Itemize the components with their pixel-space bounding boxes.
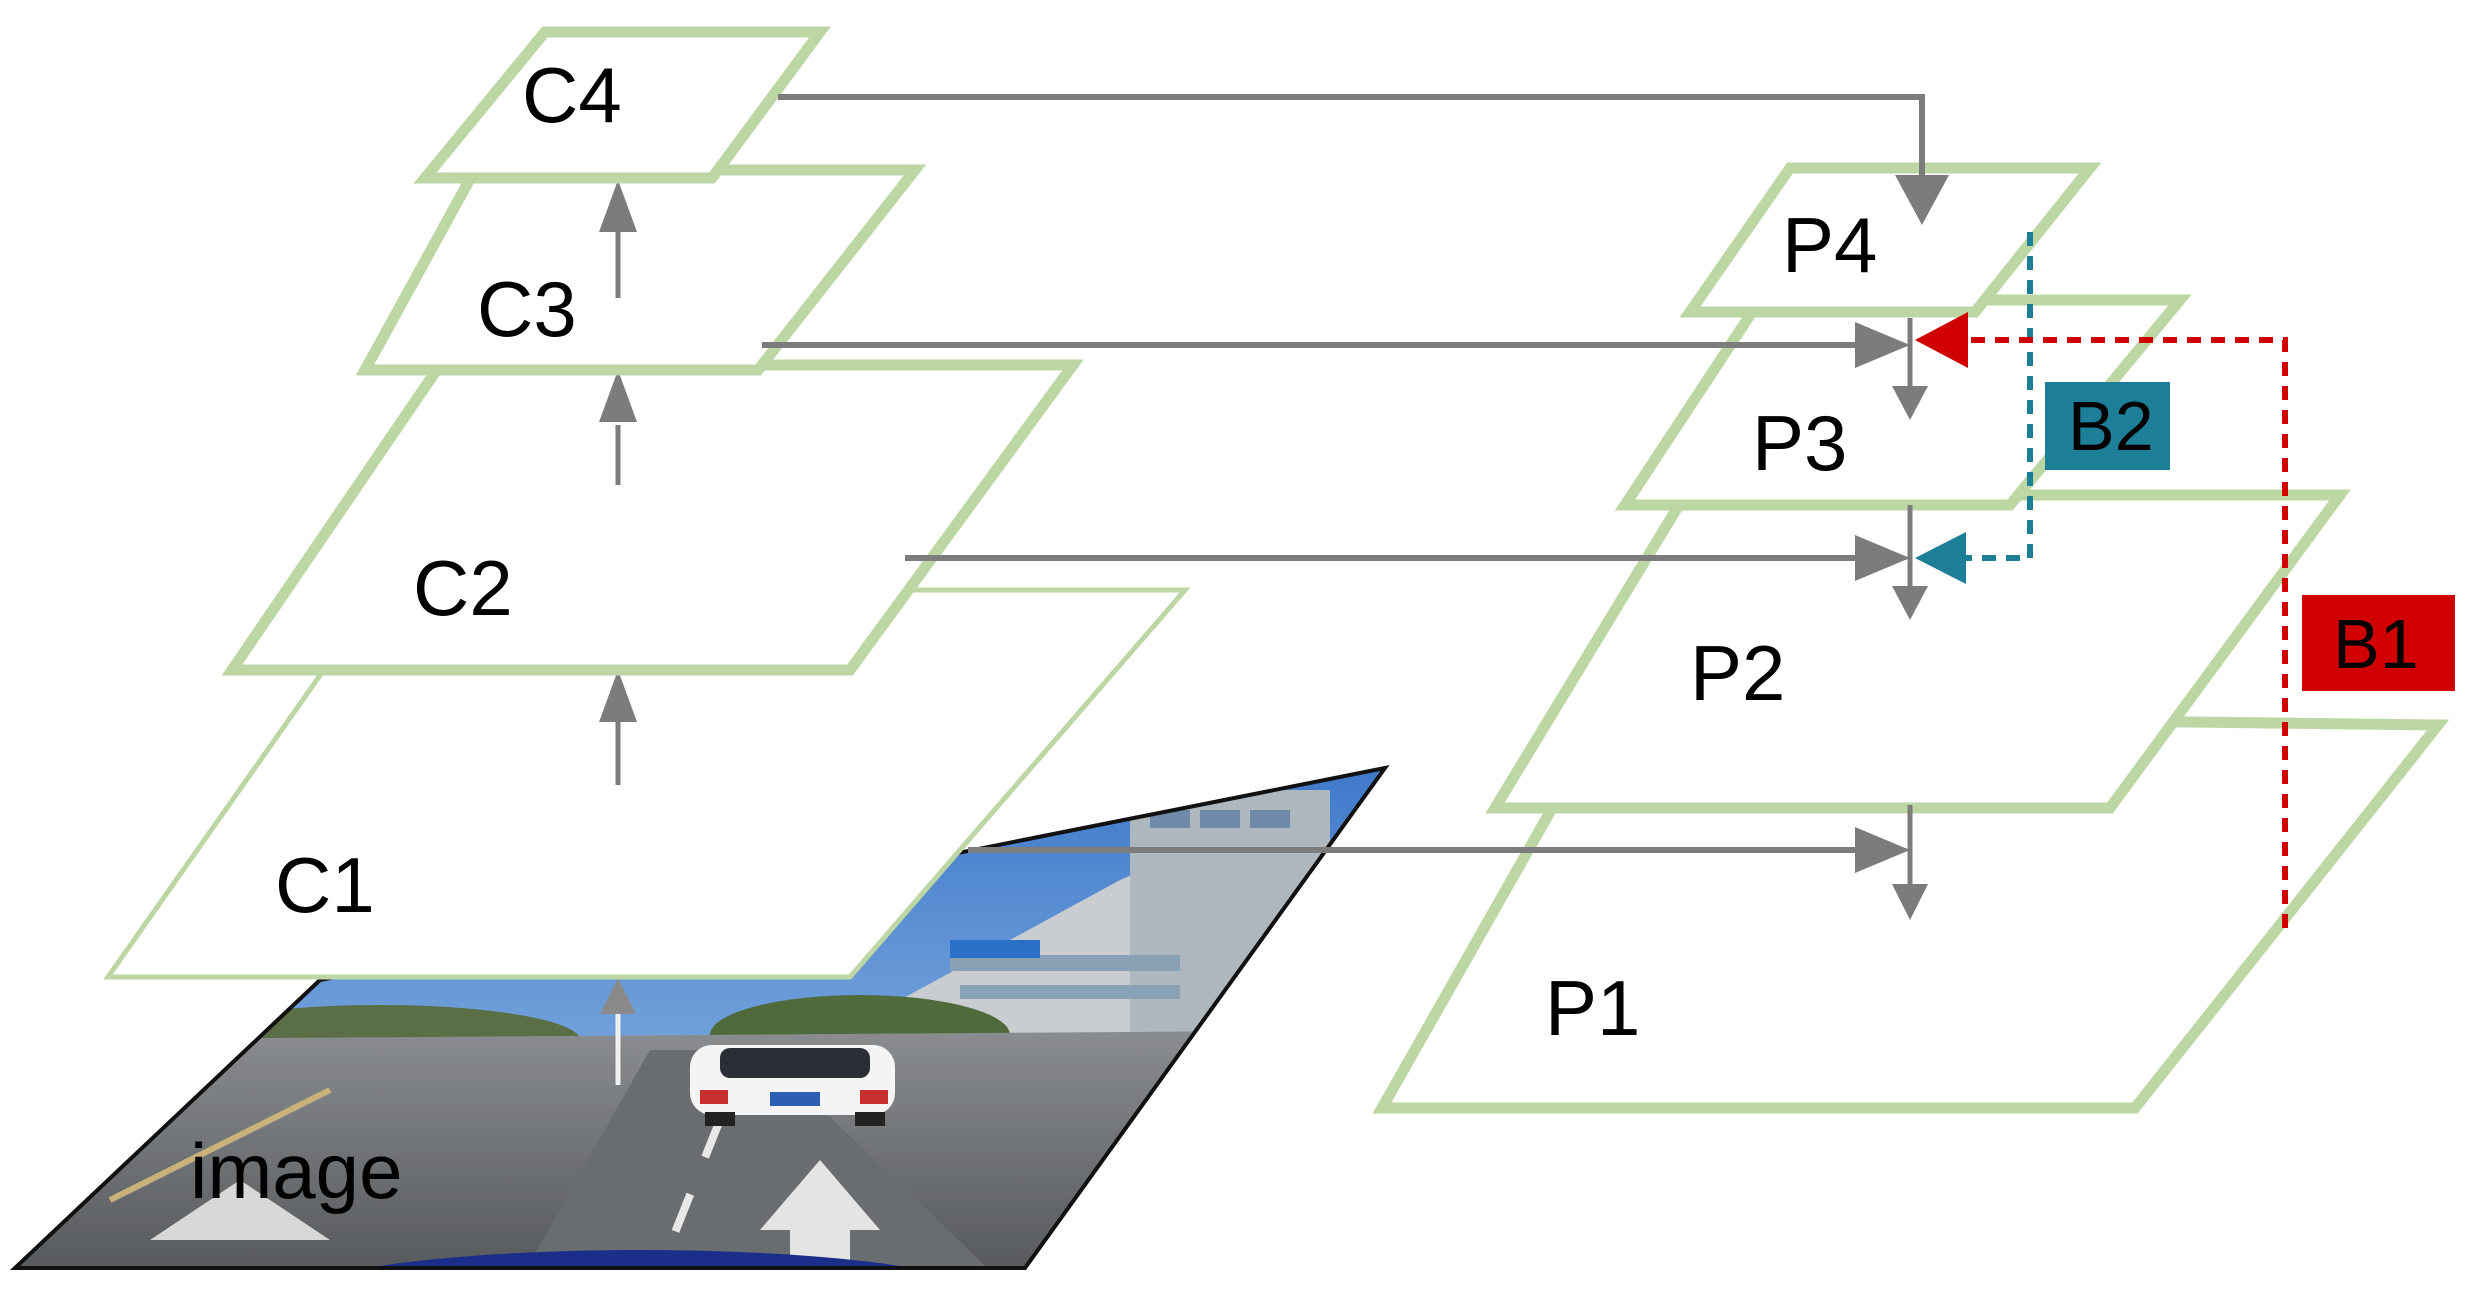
pyramid: P1 P2 P3 P4 bbox=[1372, 162, 2450, 1114]
c1-plane bbox=[103, 587, 1191, 980]
c4-plane bbox=[413, 26, 831, 184]
p2-plane bbox=[1485, 489, 2351, 814]
branch-b2: B2 bbox=[1915, 232, 2170, 584]
arrow-image-to-c1 bbox=[600, 978, 636, 1085]
lateral-connections bbox=[762, 94, 1925, 853]
c3-plane bbox=[355, 164, 927, 376]
backbone: C1 C2 C3 C4 bbox=[103, 26, 1191, 980]
lateral-arrowheads bbox=[1855, 175, 1949, 873]
b2-label: B2 bbox=[2068, 387, 2154, 465]
b1-label: B1 bbox=[2333, 605, 2419, 683]
b1-badge bbox=[2302, 595, 2455, 691]
p2-label: P2 bbox=[1690, 629, 1785, 717]
c1-label: C1 bbox=[275, 841, 375, 929]
arrow-c1-to-c2 bbox=[599, 670, 637, 785]
image-label: image bbox=[190, 1127, 402, 1215]
p3-label: P3 bbox=[1752, 399, 1847, 487]
top-down-pathway bbox=[1892, 318, 1928, 920]
c4-label: C4 bbox=[522, 51, 622, 139]
c3-label: C3 bbox=[477, 265, 577, 353]
b2-badge bbox=[2045, 382, 2170, 470]
p4-plane bbox=[1679, 162, 2102, 318]
c2-plane bbox=[221, 359, 1084, 676]
p4-label: P4 bbox=[1782, 201, 1877, 289]
branch-b1: B1 bbox=[1915, 312, 2455, 928]
lateral-c4-p4 bbox=[778, 94, 1925, 175]
arrow-c3-to-c4 bbox=[599, 180, 637, 298]
p1-label: P1 bbox=[1545, 964, 1640, 1052]
c2-label: C2 bbox=[413, 544, 513, 632]
